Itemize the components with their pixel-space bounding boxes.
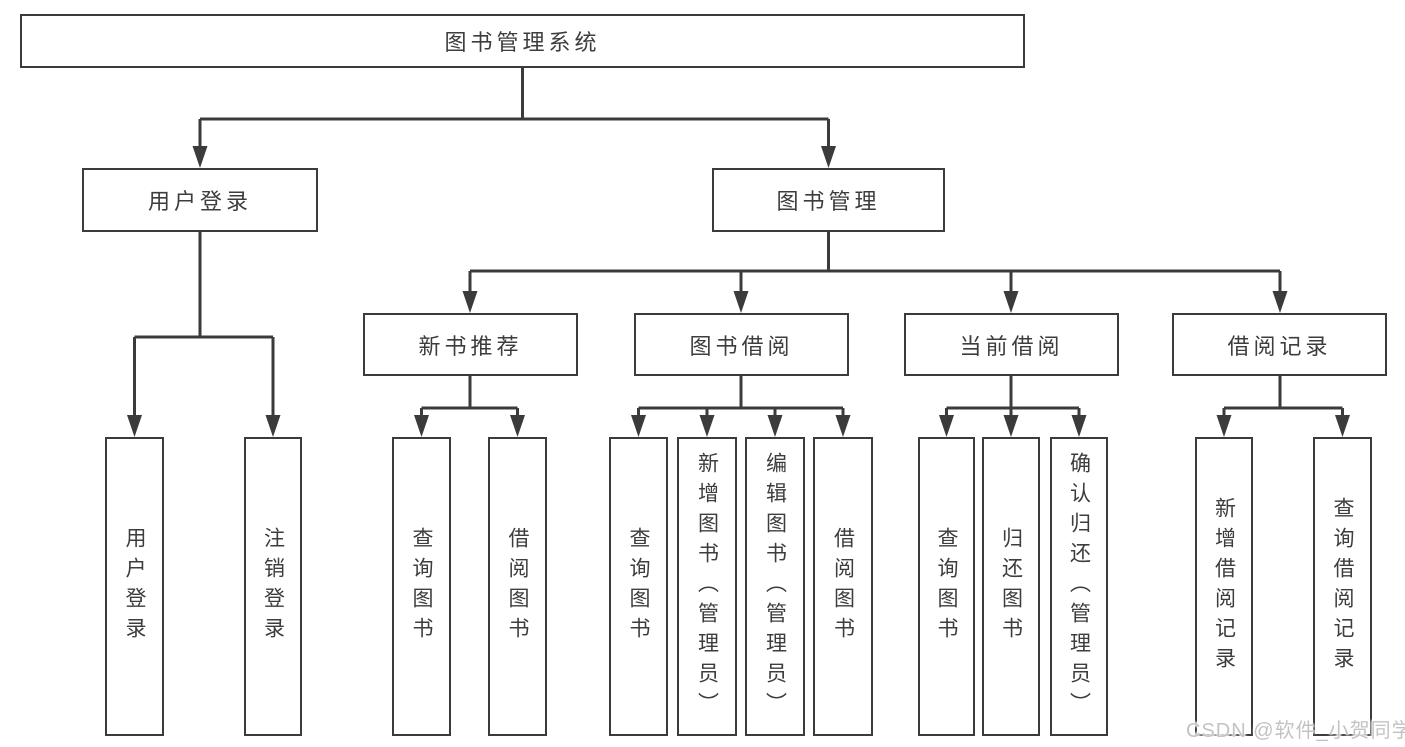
node-cb-query: 查询图书 <box>918 437 975 736</box>
edges-current-borrow <box>945 376 1081 419</box>
arrowheads <box>127 146 1350 437</box>
edges-user-login <box>133 232 275 419</box>
node-user-login: 用户登录 <box>82 168 318 232</box>
node-ul-logout: 注销登录 <box>244 437 302 736</box>
edges-book-borrow <box>637 376 845 419</box>
edges-book-mgmt <box>468 232 1282 295</box>
node-cb-return: 归还图书 <box>982 437 1040 736</box>
node-new-book-rec: 新书推荐 <box>363 313 578 376</box>
node-nbr-query: 查询图书 <box>392 437 451 736</box>
node-bb-borrow: 借阅图书 <box>813 437 873 736</box>
node-nbr-borrow: 借阅图书 <box>488 437 547 736</box>
node-br-query: 查询借阅记录 <box>1313 437 1372 736</box>
node-bb-add: 新增图书（管理员） <box>677 437 737 736</box>
edges-root <box>198 68 830 150</box>
node-root: 图书管理系统 <box>20 14 1025 68</box>
node-borrow-records: 借阅记录 <box>1172 313 1387 376</box>
node-current-borrow: 当前借阅 <box>904 313 1119 376</box>
edges-borrow-records <box>1222 376 1344 419</box>
node-br-add: 新增借阅记录 <box>1195 437 1253 736</box>
node-book-mgmt: 图书管理 <box>712 168 945 232</box>
node-bb-edit: 编辑图书（管理员） <box>745 437 805 736</box>
edges-new-book-rec <box>420 376 519 419</box>
node-cb-confirm: 确认归还（管理员） <box>1050 437 1108 736</box>
node-ul-login: 用户登录 <box>105 437 164 736</box>
node-book-borrow: 图书借阅 <box>634 313 849 376</box>
csdn-watermark: CSDN @软件_小贺同学 <box>1186 720 1405 742</box>
node-bb-query: 查询图书 <box>609 437 668 736</box>
